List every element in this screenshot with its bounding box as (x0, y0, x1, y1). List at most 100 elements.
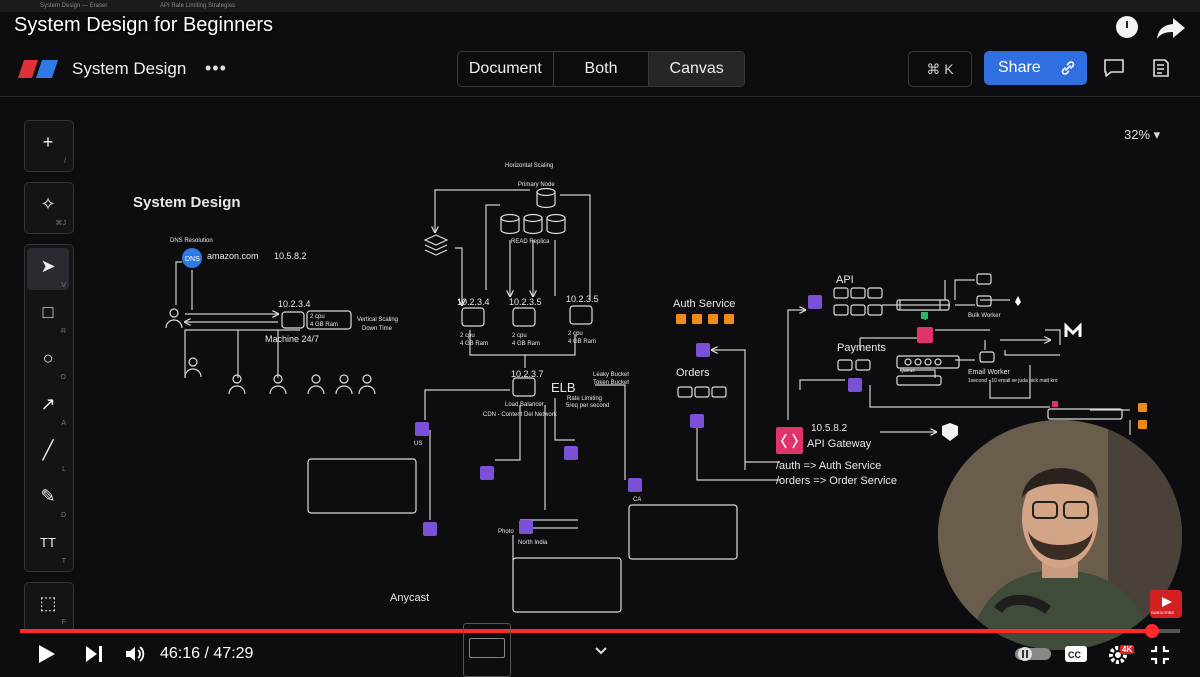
progress-fill (20, 629, 1153, 633)
play-icon[interactable] (36, 643, 58, 665)
svg-text:DNS Resolution: DNS Resolution (170, 238, 213, 244)
shortcut-key: L (62, 466, 66, 473)
select-tool-button[interactable]: ➤V (27, 248, 69, 290)
svg-text:10.5.8.2: 10.5.8.2 (811, 423, 848, 434)
command-palette-button[interactable]: ⌘ K (908, 51, 972, 87)
subscribe-label: SUBSCRIBE (1151, 610, 1175, 615)
shortcut-key: R (60, 328, 66, 335)
tab-document[interactable]: Document (458, 52, 554, 86)
volume-icon[interactable] (124, 643, 146, 665)
line-icon: ╱ (42, 440, 54, 460)
share-button[interactable]: Share (984, 51, 1087, 85)
shortcut-key: / (64, 158, 66, 165)
ai-tool-button[interactable]: ✧ ⌘J (27, 186, 69, 228)
add-tool-group (24, 120, 74, 172)
frame-tool-button[interactable]: ⬚F (27, 585, 69, 627)
autoplay-toggle-icon[interactable] (1015, 646, 1051, 662)
video-title[interactable]: System Design for Beginners (14, 14, 274, 36)
link-icon (1061, 61, 1075, 75)
svg-text:Vertical Scaling: Vertical Scaling (357, 317, 398, 323)
captions-icon[interactable]: CC (1064, 645, 1088, 663)
chevron-down-icon[interactable] (594, 645, 608, 657)
cursor-icon: ➤ (40, 256, 56, 276)
svg-text:North India: North India (518, 540, 548, 546)
time-separator: / (204, 645, 209, 662)
subscribe-button[interactable]: SUBSCRIBE (1150, 590, 1182, 618)
svg-text:Down Time: Down Time (362, 326, 393, 332)
svg-text:Primary Node: Primary Node (518, 182, 555, 188)
next-icon[interactable] (84, 643, 104, 665)
time-current: 46:16 (160, 645, 201, 662)
svg-text:API: API (836, 274, 854, 286)
zoom-value: 32% (1124, 127, 1151, 142)
line-tool-button[interactable]: ╱L (27, 432, 69, 474)
eraser-logo-icon[interactable] (18, 60, 58, 78)
svg-text:CA: CA (633, 497, 641, 503)
svg-text:Bulk Worker: Bulk Worker (968, 313, 1001, 319)
shortcut-key: O (60, 374, 66, 381)
svg-text:4 GB Ram: 4 GB Ram (460, 341, 488, 347)
sparkle-icon: ✧ (40, 194, 56, 214)
minimap-viewport (469, 638, 505, 658)
shortcut-key: ⌘J (55, 220, 67, 227)
ai-tool-group (24, 182, 74, 234)
pen-tool-button[interactable]: ✎D (27, 478, 69, 520)
svg-text:2 cpu: 2 cpu (460, 333, 475, 339)
svg-text:ELB: ELB (551, 380, 576, 395)
svg-text:10.2.3.4: 10.2.3.4 (278, 299, 311, 309)
diagram-canvas[interactable]: System Design DNS Resolution DNS amazon.… (0, 96, 1190, 626)
svg-text:CC: CC (1068, 650, 1081, 660)
svg-text:2 cpu: 2 cpu (512, 333, 527, 339)
time-total: 47:29 (213, 645, 254, 662)
browser-tab[interactable]: API Rate Limiting Strategies (160, 3, 236, 9)
youtube-icon (1162, 597, 1172, 607)
shortcut-key: F (61, 619, 66, 626)
svg-text:Load Balancer: Load Balancer (505, 402, 544, 408)
svg-text:CDN - Content Del Network: CDN - Content Del Network (483, 412, 558, 418)
svg-text:Payments: Payments (837, 342, 886, 354)
svg-text:Auth Service: Auth Service (673, 298, 735, 310)
file-title[interactable]: System Design (72, 59, 187, 78)
tab-canvas[interactable]: Canvas (649, 52, 744, 86)
exit-fullscreen-icon[interactable] (1150, 645, 1170, 665)
view-mode-toggle: Document Both Canvas (457, 51, 745, 87)
svg-text:2 cpu: 2 cpu (310, 314, 325, 320)
svg-text:/auth => Auth Service: /auth => Auth Service (776, 460, 881, 472)
svg-text:10.2.3.5: 10.2.3.5 (509, 297, 542, 307)
add-tool-button[interactable]: +/ (27, 124, 69, 166)
circle-icon: ○ (42, 348, 54, 368)
minimap-frame[interactable] (463, 623, 511, 677)
settings-gear-icon[interactable] (1108, 643, 1132, 665)
circle-tool-button[interactable]: ○O (27, 340, 69, 382)
zoom-dropdown[interactable]: 32% ▾ (1124, 127, 1160, 143)
comment-icon[interactable] (1103, 58, 1125, 78)
time-readout: 46:16 / 47:29 (160, 645, 253, 663)
shortcut-key: A (61, 420, 66, 427)
svg-text:2 cpu: 2 cpu (568, 331, 583, 337)
svg-text:Leaky Bucket: Leaky Bucket (593, 372, 629, 378)
progress-scrubber[interactable] (1145, 624, 1160, 638)
watch-later-icon[interactable] (1116, 16, 1138, 38)
browser-tab[interactable]: System Design — Eraser (40, 3, 108, 9)
svg-text:4 GB Ram: 4 GB Ram (568, 339, 596, 345)
document-panel-icon[interactable] (1150, 57, 1172, 79)
svg-text:Queue: Queue (900, 368, 915, 374)
svg-text:Anycast: Anycast (390, 592, 429, 604)
svg-text:amazon.com: amazon.com (207, 251, 259, 261)
svg-text:Token Bucket: Token Bucket (593, 380, 629, 386)
more-options-icon[interactable]: ••• (205, 58, 227, 78)
plus-icon: + (42, 132, 54, 152)
arrow-tool-button[interactable]: ↗A (27, 386, 69, 428)
svg-text:READ Replica: READ Replica (511, 239, 550, 245)
tab-both[interactable]: Both (554, 52, 650, 86)
video-share-icon[interactable] (1156, 16, 1186, 40)
drawing-tool-group (24, 244, 74, 572)
svg-text:Email Worker: Email Worker (968, 369, 1011, 376)
svg-text:10.2.3.7: 10.2.3.7 (511, 369, 544, 379)
rectangle-tool-button[interactable]: □R (27, 294, 69, 336)
svg-text:10.2.3.4: 10.2.3.4 (457, 297, 490, 307)
presenter-webcam (938, 420, 1182, 650)
svg-text:Rate Limiting: Rate Limiting (567, 396, 602, 402)
svg-text:4 GB Ram: 4 GB Ram (310, 322, 338, 328)
